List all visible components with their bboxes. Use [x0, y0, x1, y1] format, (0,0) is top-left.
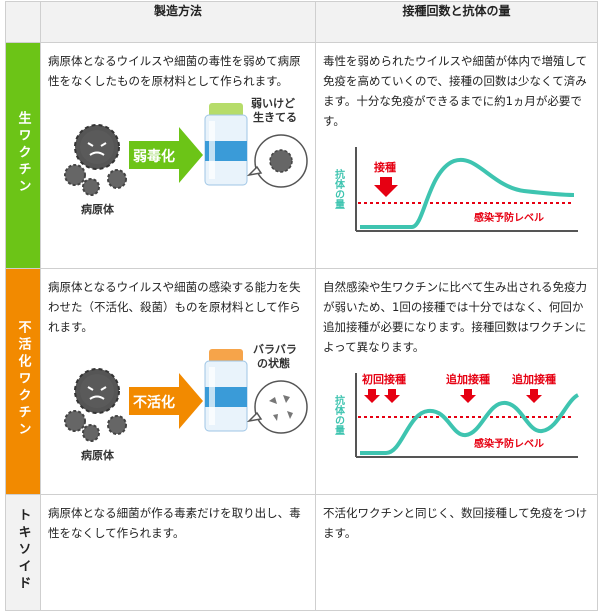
bubble-label-2: 生きてる	[253, 110, 297, 124]
cell-method-live: 病原体となるウイルスや細菌の毒性を弱めて病原性をなくしたものを原材料として作られ…	[40, 42, 316, 269]
cell-doses-inactivated: 自然感染や生ワクチンに比べて生み出される免疫力が弱いため、1回の接種では十分では…	[315, 268, 598, 495]
header-blank-cell	[5, 1, 41, 43]
dose-arrow	[364, 389, 380, 403]
method-text-toxoid: 病原体となる細菌が作る毒素だけを取り出し、毒性をなくして作られます。	[48, 506, 301, 540]
dose-arrow	[374, 177, 398, 197]
table-row-toxoid: トキソイド 病原体となる細菌が作る毒素だけを取り出し、毒性をなくして作られます。…	[5, 494, 598, 611]
dose-arrow	[526, 389, 542, 403]
threshold-label: 感染予防レベル	[474, 437, 544, 450]
vial-icon	[204, 103, 248, 186]
speech-bubble	[246, 134, 308, 188]
virus-icon	[64, 368, 127, 442]
threshold-label: 感染予防レベル	[474, 211, 544, 224]
inactivation-arrow: 不活化	[129, 373, 203, 429]
chart-y-label: 抗体の量	[333, 394, 345, 435]
vaccine-comparison-table: 製造方法 接種回数と抗体の量 生ワクチン 病原体となるウイルスや細菌の毒性を弱め…	[5, 1, 598, 611]
row-label-live-vaccine: 生ワクチン	[5, 42, 41, 269]
vial-icon	[204, 349, 248, 432]
antibody-curve	[360, 393, 580, 455]
cell-doses-live: 毒性を弱められたウイルスや細菌が体内で増殖して免疫を高めていくので、接種の回数は…	[315, 42, 598, 269]
row-label-text: トキソイド	[15, 508, 31, 593]
pathogen-label: 病原体	[81, 448, 115, 462]
fragments-icon	[269, 395, 293, 421]
dose-arrow	[460, 389, 476, 403]
bubble-label-2: の状態	[257, 356, 290, 370]
row-label-inactivated-vaccine: 不活化ワクチン	[5, 268, 41, 495]
doses-text-inactivated: 自然感染や生ワクチンに比べて生み出される免疫力が弱いため、1回の接種では十分では…	[323, 280, 588, 354]
bubble-label-1: 弱いけど	[251, 97, 295, 110]
attenuation-arrow: 弱毒化	[129, 127, 203, 183]
virus-icon	[64, 124, 127, 196]
table-row-live-vaccine: 生ワクチン 病原体となるウイルスや細菌の毒性を弱めて病原性をなくしたものを原材料…	[5, 42, 598, 269]
live-antibody-chart: 抗体の量 接種 感染予防レベル	[333, 147, 578, 232]
method-text-inactivated: 病原体となるウイルスや細菌の感染する能力を失わせた（不活化、殺菌）ものを原材料と…	[48, 280, 301, 334]
speech-bubble	[246, 380, 308, 434]
inactivated-vaccine-illustration: 病原体 不活化 バラバラ の状態	[64, 343, 308, 462]
method-text-live: 病原体となるウイルスや細菌の毒性を弱めて病原性をなくしたものを原材料として作られ…	[48, 54, 301, 88]
table-header-row: 製造方法 接種回数と抗体の量	[5, 1, 598, 43]
header-manufacturing-method: 製造方法	[40, 1, 316, 43]
arrow-label: 弱毒化	[133, 148, 175, 165]
dose-label: 接種	[374, 160, 396, 174]
arrow-label: 不活化	[133, 394, 175, 411]
cell-doses-toxoid: 不活化ワクチンと同じく、数回接種して免疫をつけます。	[315, 494, 598, 611]
dose-label-3: 追加接種	[512, 372, 556, 386]
inactivated-antibody-chart: 抗体の量 初回接種 追加接種 追加接種 感染予防レベル	[333, 372, 580, 458]
pathogen-label: 病原体	[81, 202, 115, 216]
live-vaccine-illustration: 病原体 弱毒化 弱いけど	[64, 97, 308, 216]
antibody-curve	[360, 157, 575, 229]
doses-text-toxoid: 不活化ワクチンと同じく、数回接種して免疫をつけます。	[323, 506, 588, 540]
dose-label-2: 追加接種	[446, 372, 490, 386]
cell-method-toxoid: 病原体となる細菌が作る毒素だけを取り出し、毒性をなくして作られます。	[40, 494, 316, 611]
row-label-toxoid: トキソイド	[5, 494, 41, 611]
dose-label-1: 初回接種	[362, 372, 406, 386]
row-label-text: 生ワクチン	[15, 111, 31, 196]
header-doses-and-antibody: 接種回数と抗体の量	[315, 1, 598, 43]
dose-arrow	[384, 389, 400, 403]
table-row-inactivated-vaccine: 不活化ワクチン 病原体となるウイルスや細菌の感染する能力を失わせた（不活化、殺菌…	[5, 268, 598, 495]
cell-method-inactivated: 病原体となるウイルスや細菌の感染する能力を失わせた（不活化、殺菌）ものを原材料と…	[40, 268, 316, 495]
doses-text-live: 毒性を弱められたウイルスや細菌が体内で増殖して免疫を高めていくので、接種の回数は…	[323, 54, 588, 128]
chart-y-label: 抗体の量	[333, 168, 345, 209]
row-label-text: 不活化ワクチン	[15, 320, 31, 439]
bubble-label-1: バラバラ	[253, 343, 297, 356]
